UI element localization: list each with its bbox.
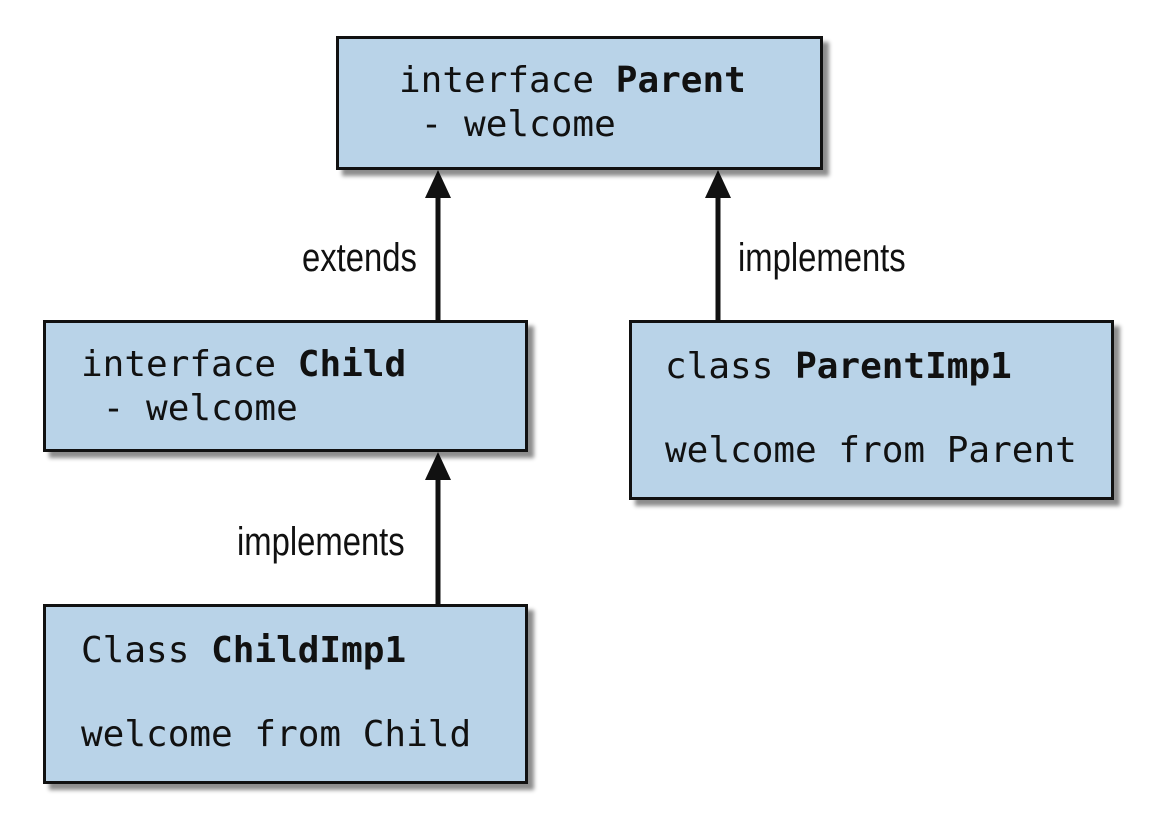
child-impl-header: Class ChildImp1 — [81, 629, 525, 673]
parent-kind: interface — [399, 60, 595, 101]
child-member: - welcome — [81, 388, 298, 429]
child-impl-class-box: Class ChildImp1 welcome from Child — [43, 604, 528, 784]
child-impl-name: ChildImp1 — [211, 630, 407, 671]
parent-impl-implements-label: implements — [738, 236, 906, 280]
child-impl-arrowhead-icon — [425, 452, 451, 480]
parent-impl-kind: class — [665, 346, 774, 387]
child-kind: interface — [81, 344, 277, 385]
parent-impl-arrowhead-icon — [705, 170, 731, 198]
parent-interface-box: interface Parent - welcome — [336, 36, 823, 170]
child-impl-implements-label: implements — [237, 520, 405, 564]
parent-interface-header: interface Parent — [399, 59, 820, 103]
parent-name: Parent — [615, 60, 746, 101]
child-impl-output: welcome from Child — [81, 714, 472, 755]
child-impl-kind: Class — [81, 630, 190, 671]
parent-impl-name: ParentImp1 — [795, 346, 1012, 387]
child-interface-header: interface Child — [81, 343, 525, 387]
parent-impl-output: welcome from Parent — [665, 430, 1077, 471]
child-interface-box: interface Child - welcome — [43, 320, 528, 452]
parent-impl-class-box: class ParentImp1 welcome from Parent — [629, 320, 1114, 500]
child-name: Child — [297, 344, 407, 385]
parent-member: - welcome — [399, 104, 616, 145]
extends-label: extends — [302, 236, 417, 280]
parent-impl-header: class ParentImp1 — [665, 345, 1111, 389]
extends-arrowhead-icon — [425, 170, 451, 198]
